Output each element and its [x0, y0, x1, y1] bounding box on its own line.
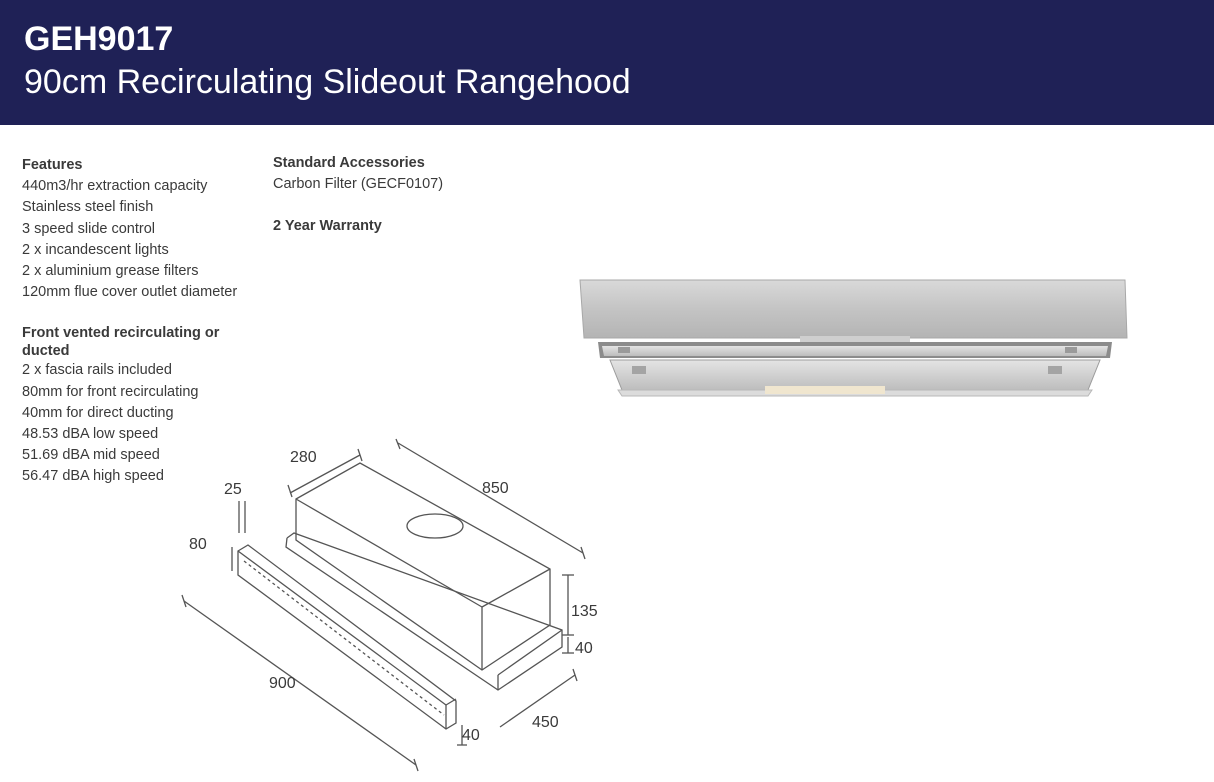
- venting-item: 2 x fascia rails included: [22, 362, 172, 379]
- venting-item: 51.69 dBA mid speed: [22, 447, 160, 464]
- dim-side-height: 40: [575, 640, 593, 657]
- dim-front-height: 40: [462, 727, 480, 744]
- dim-depth-top: 280: [290, 449, 317, 466]
- dim-depth: 450: [532, 714, 559, 731]
- feature-item: Stainless steel finish: [22, 199, 154, 216]
- dim-fascia-large: 80: [189, 536, 207, 553]
- dim-width: 900: [269, 675, 296, 692]
- accessory-item: Carbon Filter (GECF0107): [273, 176, 444, 193]
- venting-heading: Front vented recirculating or ducted: [22, 325, 220, 360]
- feature-item: 3 speed slide control: [22, 220, 155, 237]
- header-banner: GEH9017 90cm Recirculating Slideout Rang…: [0, 0, 1214, 125]
- feature-item: 120mm flue cover outlet diameter: [22, 284, 238, 301]
- warranty-text: 2 Year Warranty: [273, 218, 382, 235]
- dim-fascia-small: 25: [224, 481, 242, 498]
- feature-item: 2 x incandescent lights: [22, 241, 169, 258]
- venting-item: 40mm for direct ducting: [22, 404, 174, 421]
- product-title: 90cm Recirculating Slideout Rangehood: [24, 63, 631, 101]
- feature-item: 440m3/hr extraction capacity: [22, 178, 208, 195]
- feature-item: 2 x aluminium grease filters: [22, 263, 199, 280]
- accessories-column: Standard Accessories Carbon Filter (GECF…: [273, 153, 533, 238]
- dim-height: 135: [571, 603, 598, 620]
- venting-item: 56.47 dBA high speed: [22, 468, 164, 485]
- dimension-diagram: 280 850 25 80 135 40 900 40 450: [181, 438, 598, 772]
- dim-length-top: 850: [482, 480, 509, 497]
- features-column: Features 440m3/hr extraction capacity St…: [22, 155, 247, 488]
- venting-item: 48.53 dBA low speed: [22, 426, 159, 443]
- model-number: GEH9017: [24, 20, 174, 58]
- accessories-heading: Standard Accessories: [273, 155, 425, 171]
- features-heading: Features: [22, 157, 83, 173]
- venting-item: 80mm for front recirculating: [22, 383, 199, 400]
- rangehood-photo: [579, 279, 1128, 397]
